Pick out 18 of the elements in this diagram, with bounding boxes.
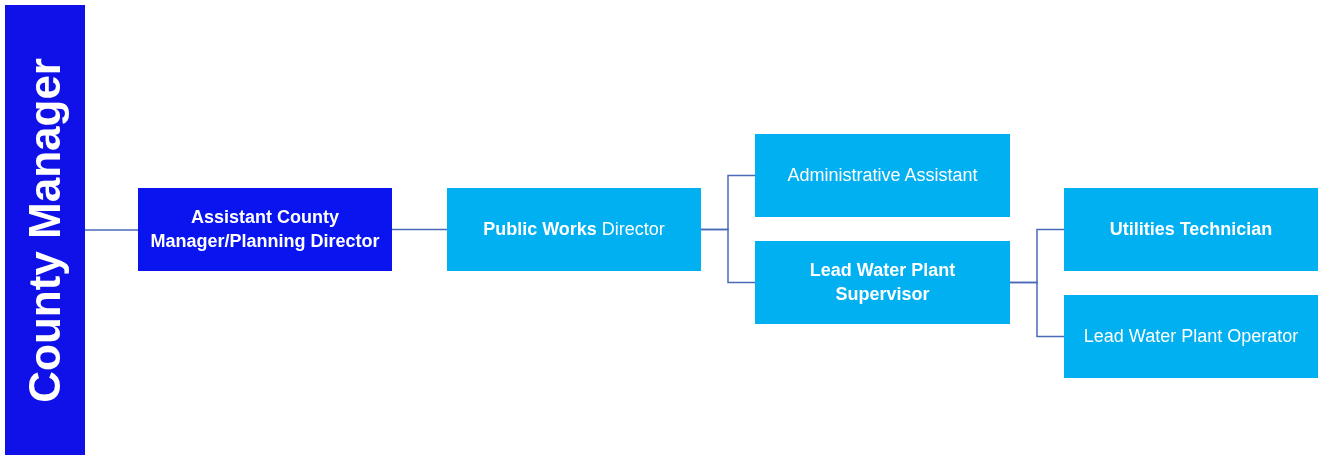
org-box [1064, 188, 1318, 271]
connector-line [1009, 281, 1065, 338]
org-box [755, 134, 1010, 217]
connector-line [391, 228, 448, 231]
role-title: Lead Water Plant Supervisor [808, 259, 957, 306]
role-title: Lead Water Plant Operator [1082, 324, 1300, 348]
connector-line [84, 229, 139, 231]
org-box [1064, 295, 1318, 378]
org-box [447, 188, 701, 271]
org-box [5, 5, 85, 455]
role-title: Utilities Technician [1108, 217, 1274, 241]
connector-line [700, 228, 756, 284]
role-title: Assistant County Manager/Planning Director [149, 206, 381, 253]
org-box [755, 241, 1010, 324]
role-title: Public Works Director [482, 217, 666, 241]
role-title: Administrative Assistant [786, 163, 979, 187]
role-title: County Manager [23, 57, 67, 403]
org-box [138, 188, 392, 271]
